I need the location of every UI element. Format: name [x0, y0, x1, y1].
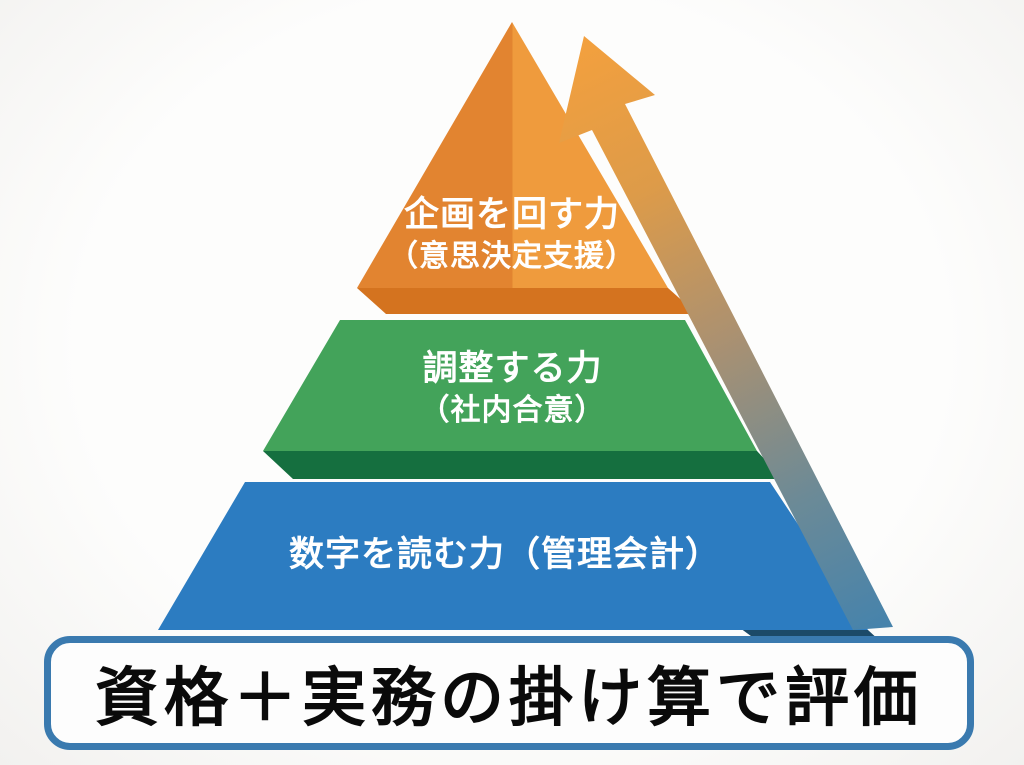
tier-middle-shape [263, 320, 757, 451]
tier-middle-line1: 調整する力 [422, 349, 603, 388]
tier-top-label: 企画を回す力 （意思決定支援） [352, 193, 672, 276]
growth-arrow-icon [559, 36, 893, 630]
tier-top-shape [357, 22, 668, 288]
tier-bottom-line1: 数字を読む力（管理会計） [288, 535, 721, 574]
summary-banner-text: 資格＋実務の掛け算で評価 [95, 662, 923, 734]
tier-middle-shadow [263, 451, 783, 479]
summary-banner: 資格＋実務の掛け算で評価 [44, 636, 974, 750]
tier-middle-line2: （社内合意） [419, 393, 606, 427]
tier-top-line1: 企画を回す力 [403, 195, 620, 234]
tier-top-line2: （意思決定支援） [388, 239, 636, 273]
tier-bottom-shape [158, 482, 868, 630]
tier-top-shadow [357, 288, 697, 314]
tier-bottom-label: 数字を読む力（管理会計） [205, 533, 805, 578]
tier-middle-label: 調整する力 （社内合意） [330, 347, 695, 430]
